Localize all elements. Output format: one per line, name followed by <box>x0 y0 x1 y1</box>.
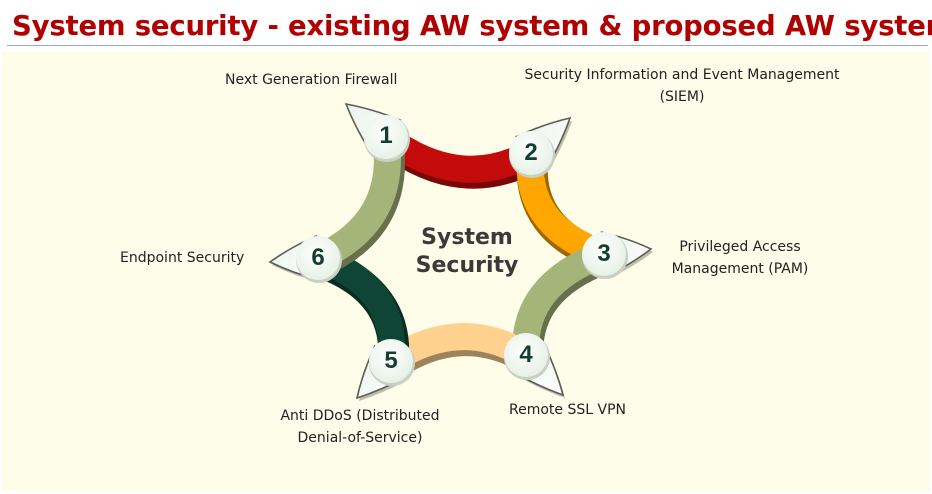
node-1-circle <box>364 115 408 159</box>
node-3-number: 3 <box>597 240 611 267</box>
node-4-circle <box>504 333 548 377</box>
node-4-number: 4 <box>519 341 533 368</box>
node-5-label-line2: Denial-of-Service) <box>297 430 423 446</box>
node-3-circle <box>582 232 626 276</box>
center-label-line2: Security <box>415 253 519 278</box>
node-6-label: Endpoint Security <box>120 250 245 266</box>
page-title: System security - existing AW system & p… <box>12 10 932 42</box>
node-5-circle <box>369 339 413 383</box>
node-3-label-line2: Management (PAM) <box>671 261 809 277</box>
node-5-label-line1: Anti DDoS (Distributed <box>280 408 440 424</box>
node-4-label: Remote SSL VPN <box>509 402 626 418</box>
center-label-line1: System <box>421 225 513 250</box>
node-6-circle <box>296 236 340 280</box>
node-3-label: Privileged Access Management (PAM) <box>652 236 828 280</box>
title-divider <box>7 45 928 46</box>
node-2-label-line1: Security Information and Event Managemen… <box>524 67 840 83</box>
center-label: System Security <box>392 224 542 280</box>
node-5-label: Anti DDoS (Distributed Denial-of-Service… <box>250 405 470 449</box>
node-2-label-line2: (SIEM) <box>659 89 705 105</box>
node-5-number: 5 <box>384 347 398 374</box>
node-2-number: 2 <box>524 139 538 166</box>
node-1-label: Next Generation Firewall <box>225 72 398 88</box>
diagram-panel <box>2 52 930 491</box>
node-6-number: 6 <box>311 244 325 271</box>
node-2-label: Security Information and Event Managemen… <box>500 64 864 108</box>
node-3-label-line1: Privileged Access <box>679 239 801 255</box>
node-1-number: 1 <box>379 122 393 149</box>
node-2-circle <box>509 131 553 175</box>
